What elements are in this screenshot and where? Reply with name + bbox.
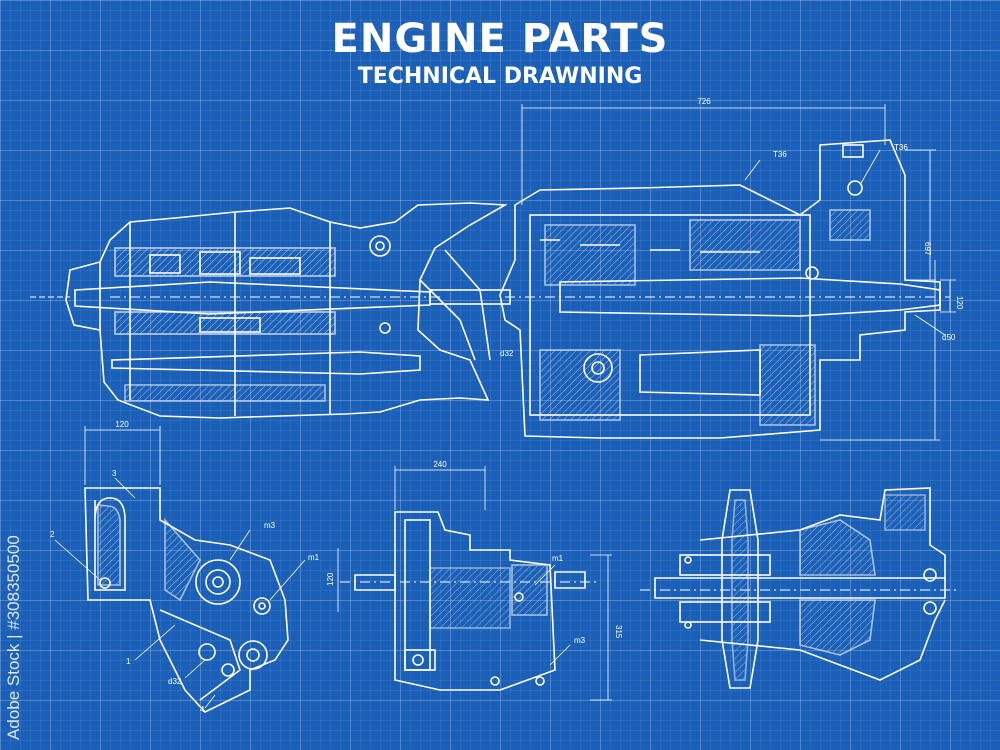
page-title: ENGINE PARTS [331,16,669,62]
bracket-part [54,426,306,713]
dim-120-bottom-mid: 120 [326,572,335,586]
label-m3-left: m3 [264,521,276,530]
dim-697: 697 [923,242,932,256]
label-m3-mid: m3 [574,636,586,645]
transmission-section-right [499,139,950,439]
gearbox-section-left [30,202,511,419]
dim-315: 315 [614,625,623,639]
page-subtitle: TECHNICAL DRAWNING [357,64,643,89]
pump-pulley-part [640,487,960,689]
label-m1-left: m1 [308,553,320,562]
dim-120-right: 120 [955,296,964,310]
label-t36-b: T36 [894,143,908,152]
label-1: 1 [126,657,131,666]
housing-part [337,466,612,701]
label-t36-a: T36 [773,150,787,159]
stock-watermark: Adobe Stock | #308350500 [4,535,23,740]
label-d32-left: d32 [168,677,182,686]
dim-240: 240 [433,460,447,469]
label-d50: d50 [942,333,956,342]
dimension-lines-top [521,104,956,441]
label-3: 3 [112,469,117,478]
dim-726: 726 [697,97,711,106]
label-4: 4 [200,705,205,714]
label-d32-top: d32 [500,349,514,358]
dim-120-bottom-left: 120 [115,420,129,429]
label-2: 2 [50,530,55,539]
label-m1-mid: m1 [552,554,564,563]
